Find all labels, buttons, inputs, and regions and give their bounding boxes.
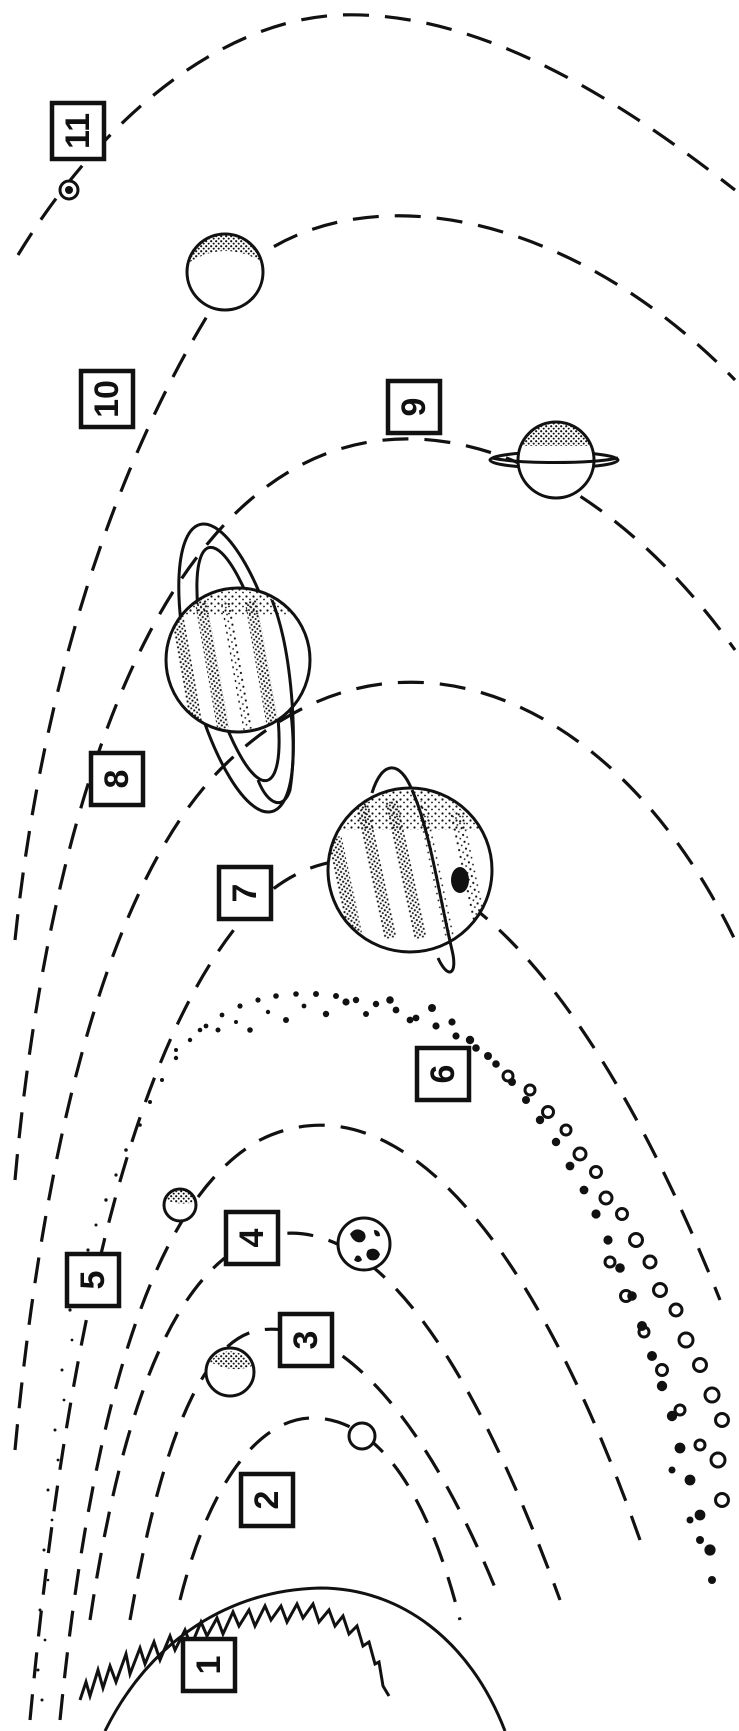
venus bbox=[206, 1348, 254, 1396]
uranus bbox=[490, 422, 618, 498]
label-8: 8 bbox=[91, 753, 143, 805]
orbit-earth bbox=[90, 1233, 560, 1620]
label-9-text: 9 bbox=[395, 398, 433, 417]
label-6-text: 6 bbox=[424, 1065, 462, 1084]
label-2: 2 bbox=[241, 1474, 293, 1526]
label-7-text: 7 bbox=[226, 884, 264, 903]
mercury bbox=[349, 1423, 375, 1449]
neptune bbox=[187, 232, 263, 310]
label-8-text: 8 bbox=[98, 770, 136, 789]
sun bbox=[80, 1588, 505, 1731]
uranus-shading bbox=[518, 422, 594, 446]
great-red-spot bbox=[451, 867, 469, 893]
orbit-mercury bbox=[180, 1418, 460, 1620]
label-4: 4 bbox=[226, 1212, 278, 1264]
mars bbox=[164, 1189, 196, 1221]
label-7: 7 bbox=[219, 867, 271, 919]
jupiter bbox=[328, 768, 498, 972]
sun-disc bbox=[105, 1588, 505, 1731]
earth-body bbox=[338, 1218, 390, 1270]
label-6: 6 bbox=[417, 1048, 469, 1100]
label-11-text: 11 bbox=[59, 113, 97, 149]
label-1: 1 bbox=[183, 1639, 235, 1691]
label-5: 5 bbox=[67, 1254, 119, 1306]
orbit-pluto bbox=[18, 15, 735, 255]
pluto-core bbox=[65, 186, 73, 194]
mercury-body bbox=[349, 1423, 375, 1449]
label-3: 3 bbox=[280, 1314, 332, 1366]
label-11: 11 bbox=[52, 103, 104, 159]
label-10-text: 10 bbox=[88, 380, 126, 418]
label-10: 10 bbox=[81, 371, 133, 427]
label-9: 9 bbox=[388, 381, 440, 433]
asteroid-belt-inner-dust bbox=[37, 991, 716, 1702]
label-3-text: 3 bbox=[287, 1331, 325, 1350]
label-1-text: 1 bbox=[190, 1656, 228, 1675]
orbit-jupiter bbox=[30, 860, 720, 1720]
label-5-text: 5 bbox=[74, 1271, 112, 1290]
orbit-mars bbox=[60, 1125, 640, 1720]
saturn bbox=[156, 513, 317, 822]
pluto bbox=[60, 181, 78, 199]
label-2-text: 2 bbox=[248, 1491, 286, 1510]
label-4-text: 4 bbox=[233, 1228, 271, 1247]
earth bbox=[338, 1218, 390, 1270]
